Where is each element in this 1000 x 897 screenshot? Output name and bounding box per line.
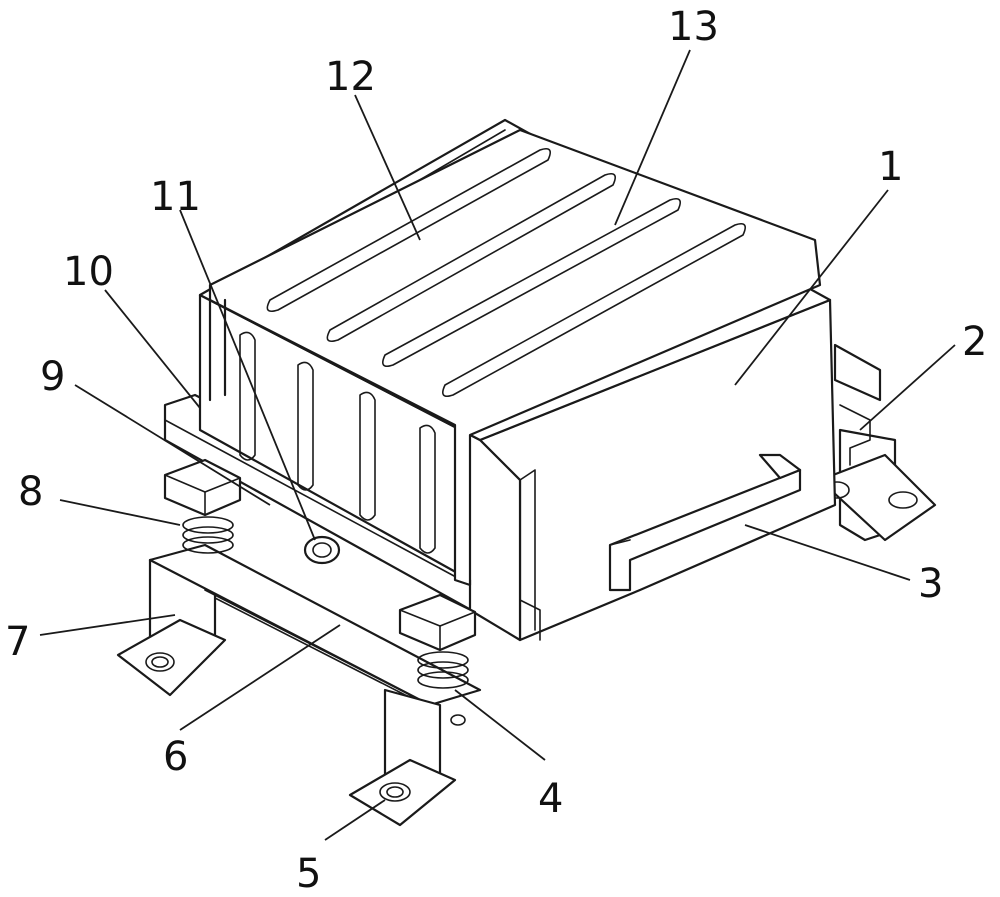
label-13: 13 [668, 4, 719, 50]
base-bracket [116, 543, 482, 827]
label-9: 9 [40, 354, 65, 400]
spring-mount-right [398, 593, 477, 689]
label-11: 11 [150, 174, 201, 220]
label-6: 6 [163, 734, 188, 780]
handle [608, 453, 802, 592]
label-4: 4 [538, 776, 563, 822]
label-3: 3 [918, 561, 943, 607]
label-2: 2 [962, 319, 987, 365]
label-1: 1 [878, 144, 903, 190]
screw [303, 535, 341, 565]
leader-lines [39, 49, 956, 841]
rear-bracket [818, 343, 937, 542]
label-7: 7 [5, 619, 30, 665]
label-8: 8 [18, 469, 43, 515]
label-12: 12 [325, 54, 376, 100]
heatsink-cover [208, 128, 822, 587]
reference-numerals: 1 2 3 4 5 6 7 8 9 10 11 12 13 [5, 4, 987, 897]
spring-mount-left [163, 458, 242, 554]
label-10: 10 [63, 249, 114, 295]
label-5: 5 [296, 851, 321, 897]
